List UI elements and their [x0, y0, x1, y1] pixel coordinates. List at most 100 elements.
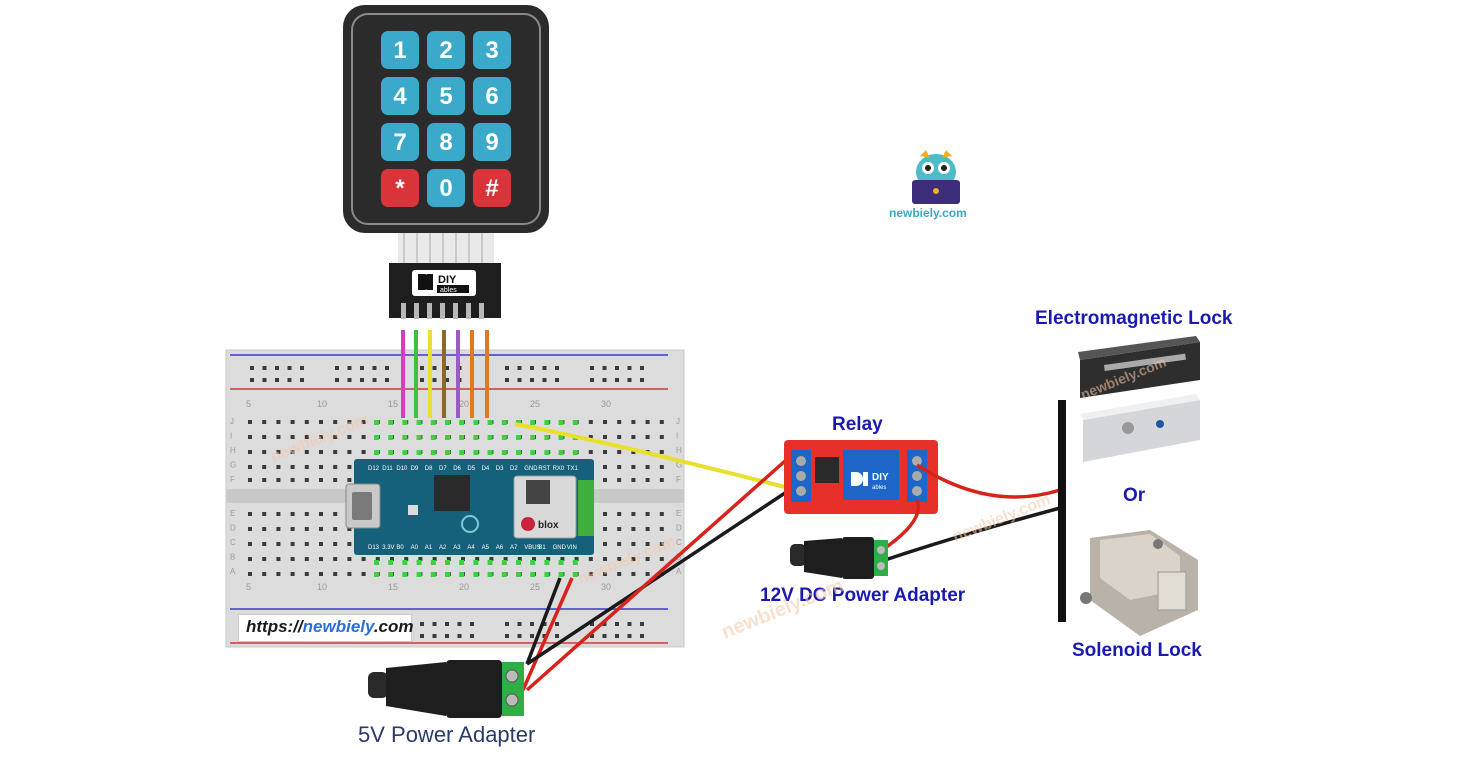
board-pin-label: D7 [439, 466, 447, 472]
board-pin-label: VIN [567, 545, 577, 551]
keypad-key: 6 [473, 77, 511, 115]
diy-logo-relay: DIY ables [851, 472, 889, 491]
board-pin-label: D9 [411, 466, 419, 472]
row-letter: A [230, 567, 236, 576]
column-number: 30 [601, 582, 611, 592]
board-pin-label: GND [524, 466, 538, 472]
keypad-key-label: 8 [439, 129, 452, 156]
solenoid-lock [1080, 530, 1198, 636]
svg-text:DIY: DIY [438, 274, 457, 286]
column-number: 5 [246, 399, 251, 409]
url-text: https://newbiely.com [246, 617, 414, 637]
board-pin-label: RX0 [553, 466, 565, 472]
keypad-key: 4 [381, 77, 419, 115]
keypad-key: * [381, 169, 419, 207]
board-pin-label: A3 [453, 545, 461, 551]
row-letter: J [230, 417, 234, 426]
keypad-key-label: 3 [485, 37, 498, 64]
keypad-key-label: # [485, 175, 498, 202]
board-pin-label: A6 [496, 545, 504, 551]
keypad-wires [401, 330, 489, 418]
keypad-key: 9 [473, 123, 511, 161]
row-letter: D [230, 524, 236, 533]
column-number: 20 [459, 399, 469, 409]
column-number: 10 [317, 399, 327, 409]
svg-text:blox: blox [538, 520, 559, 531]
board-pin-label: D6 [453, 466, 461, 472]
keypad-key: 8 [427, 123, 465, 161]
keypad-ribbon [398, 233, 494, 263]
row-letter: J [676, 417, 680, 426]
column-number: 20 [459, 582, 469, 592]
column-number: 30 [601, 399, 611, 409]
svg-text:DIY: DIY [872, 472, 889, 483]
row-letter: B [230, 553, 235, 562]
row-letter: D [676, 524, 682, 533]
column-number: 5 [246, 582, 251, 592]
keypad-key-label: 1 [393, 37, 406, 64]
row-letter: C [230, 538, 236, 547]
row-letter: F [230, 475, 235, 484]
board-pin-label: B0 [396, 545, 404, 551]
keypad-key-label: 4 [393, 83, 407, 110]
board-pin-label: B1 [538, 545, 546, 551]
url-prefix: https:// [246, 617, 303, 636]
relay-to-12v-red-wire [883, 499, 920, 550]
board-pin-label: D5 [467, 466, 475, 472]
row-letter: I [230, 432, 232, 441]
adapter-12v-label: 12V DC Power Adapter [760, 585, 966, 606]
board-pin-label: A5 [482, 545, 490, 551]
keypad-key: 7 [381, 123, 419, 161]
board-pin-label: A4 [467, 545, 475, 551]
adapter-5v [368, 660, 524, 718]
board-pin-label: D12 [368, 466, 380, 472]
svg-text:ables: ables [872, 485, 886, 491]
electromagnetic-lock [1078, 336, 1200, 462]
keypad-key: 0 [427, 169, 465, 207]
or-label: Or [1123, 485, 1146, 506]
board-pin-label: D13 [368, 545, 380, 551]
url-site: newbiely [302, 617, 374, 636]
board-pin-label: D4 [482, 466, 490, 472]
adapter-5v-label: 5V Power Adapter [358, 722, 536, 747]
adapter-5v-black-wire [525, 577, 562, 665]
keypad-key-label: 2 [439, 37, 452, 64]
url-suffix: .com [373, 617, 414, 636]
url-box [238, 614, 412, 642]
keypad-key-label: 5 [439, 83, 452, 110]
keypad-key: 5 [427, 77, 465, 115]
board-pin-label: TX1 [567, 466, 579, 472]
adapter-5v-red-wire [521, 577, 574, 691]
keypad-key: 1 [381, 31, 419, 69]
electromagnetic-lock-label: Electromagnetic Lock [1035, 308, 1233, 329]
row-letter: G [676, 461, 682, 470]
diy-logo-connector: DIY ables [412, 270, 476, 296]
keypad-key-label: 7 [393, 129, 406, 156]
board-pin-label: 3.3V [382, 545, 394, 551]
relay-signal-wire [514, 422, 786, 489]
row-letter: C [676, 538, 682, 547]
relay-module: DIY ables [784, 440, 938, 514]
board-pin-label: D8 [425, 466, 433, 472]
svg-text:ables: ables [440, 287, 457, 294]
owl-site-label: newbiely.com [889, 206, 967, 220]
relay-gnd-wire [526, 491, 786, 666]
keypad-key-label: 0 [439, 175, 452, 202]
door-frame [1058, 400, 1066, 622]
12v-to-lock-black-wire [884, 506, 1061, 562]
column-number: 25 [530, 399, 540, 409]
column-number: 10 [317, 582, 327, 592]
board-pin-label: A2 [439, 545, 447, 551]
board-pin-label: A7 [510, 545, 518, 551]
solenoid-lock-label: Solenoid Lock [1072, 640, 1202, 661]
board-pin-label: GND [553, 545, 567, 551]
board-pin-label: RST [538, 466, 550, 472]
column-number: 25 [530, 582, 540, 592]
board-pin-label: D11 [382, 466, 393, 472]
column-number: 15 [388, 582, 398, 592]
keypad-key: # [473, 169, 511, 207]
keypad-key: 3 [473, 31, 511, 69]
row-letter: H [676, 446, 682, 455]
